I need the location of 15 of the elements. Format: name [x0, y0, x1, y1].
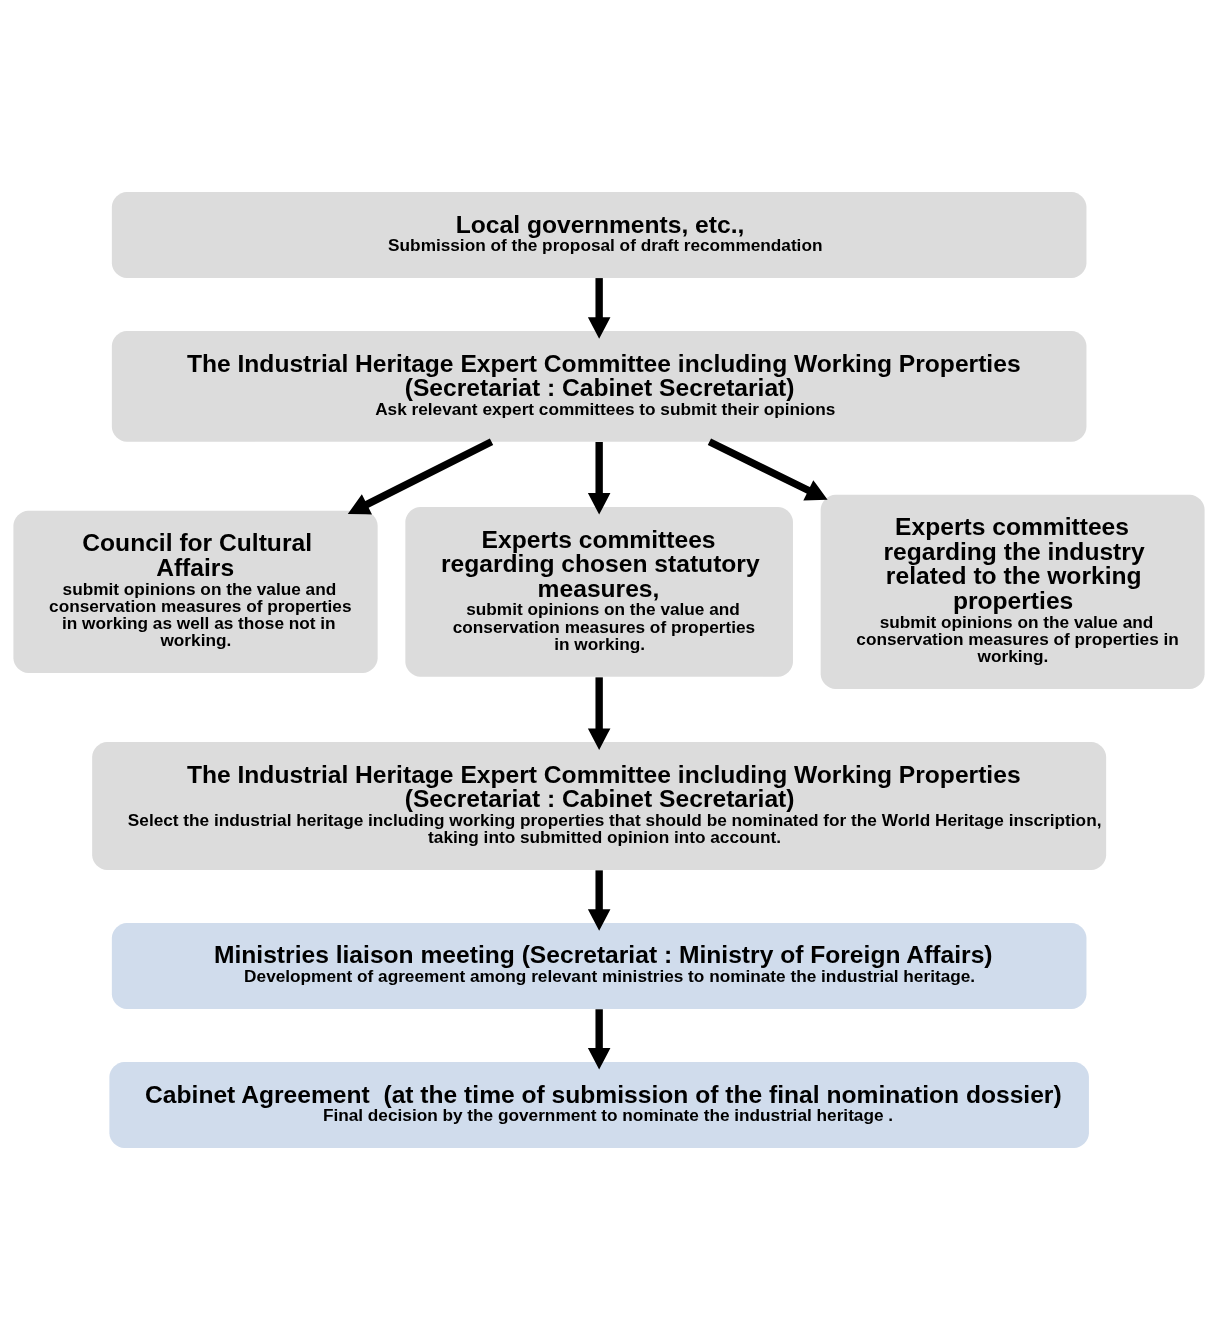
arrow	[587, 677, 611, 750]
arrow	[587, 870, 611, 931]
node-box: Council for Cultural Affairs submit opinions on the value and conservation measures of properties in working as well as those not in working.	[13, 510, 378, 674]
node-box: The Industrial Heritage Expert Committee including Working Properties (Secretariat : Cabinet Secretariat) Select the industrial heritage including working properties that should be nominated for the World Heritage inscription, taking into submitted opinion into account.	[92, 742, 1107, 870]
node-box: Local governments, etc., Submission of the proposal of draft recommendation	[111, 191, 1087, 279]
arrow	[707, 438, 828, 501]
node-box: The Industrial Heritage Expert Committee including Working Properties (Secretariat : Cabinet Secretariat) Ask relevant expert committees to submit their opinions	[111, 331, 1087, 442]
arrow	[587, 1009, 611, 1070]
arrow	[587, 278, 611, 339]
node-box: Experts committees regarding chosen statutory measures, submit opinions on the value and conservation measures of properties in working.	[405, 506, 793, 677]
arrow	[347, 438, 494, 515]
node-box: Cabinet Agreement (at the time of submission of the final nomination dossier) Final decision by the government to nominate the industrial heritage .	[109, 1061, 1089, 1149]
node-box: Ministries liaison meeting (Secretariat : Ministry of Foreign Affairs) Development of agreement among relevant ministries to nominate the industrial heritage.	[111, 922, 1087, 1009]
arrow	[587, 442, 611, 515]
node-box: Experts committees regarding the industry related to the working properties submit opinions on the value and conservation measures of properties in working.	[820, 494, 1205, 690]
